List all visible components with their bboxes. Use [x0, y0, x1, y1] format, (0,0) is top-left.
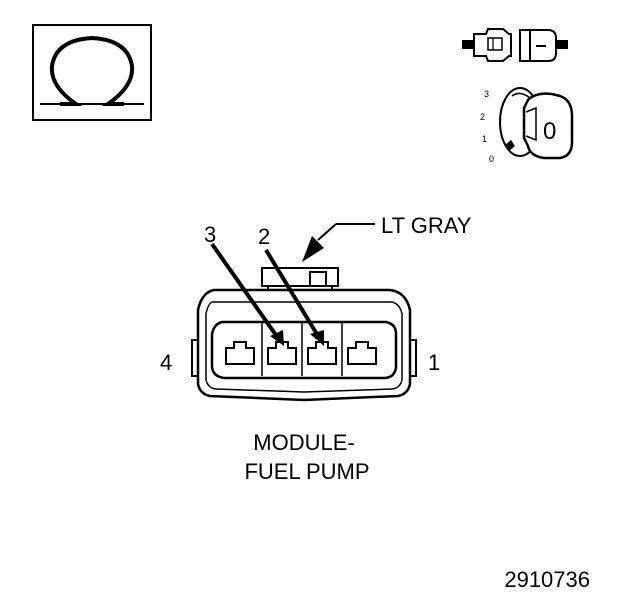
terminal-pin-4	[225, 341, 255, 365]
terminal-pin-1	[347, 341, 377, 365]
fuel-pump-module-connector	[191, 267, 417, 402]
figure-number: 2910736	[504, 567, 590, 592]
connector-name-line-2: FUEL PUMP	[244, 459, 369, 484]
pin-label-4: 4	[160, 350, 172, 375]
terminal-pin-3	[267, 341, 297, 365]
key-position-0: 0	[489, 154, 494, 164]
key-position-2: 2	[480, 112, 485, 122]
wire-color-label: LT GRAY	[381, 213, 472, 238]
connector-name-line-1: MODULE-	[253, 430, 354, 455]
disconnected-connector-icon	[462, 28, 568, 62]
callout-arrowhead	[302, 236, 324, 262]
key-position-3: 3	[484, 89, 489, 99]
pin-label-1: 1	[428, 350, 440, 375]
pin-label-3: 3	[204, 222, 216, 247]
terminal-pin-2	[307, 341, 337, 365]
ignition-key-icon: 0 3 2 1 0	[480, 87, 574, 164]
ohmmeter-icon	[32, 24, 152, 121]
key-position-1: 1	[482, 134, 487, 144]
key-display-digit: 0	[543, 118, 556, 145]
pin-label-2: 2	[258, 224, 270, 249]
pin-leader-lines	[210, 242, 324, 346]
wire-color-callout: LT GRAY	[302, 213, 472, 262]
